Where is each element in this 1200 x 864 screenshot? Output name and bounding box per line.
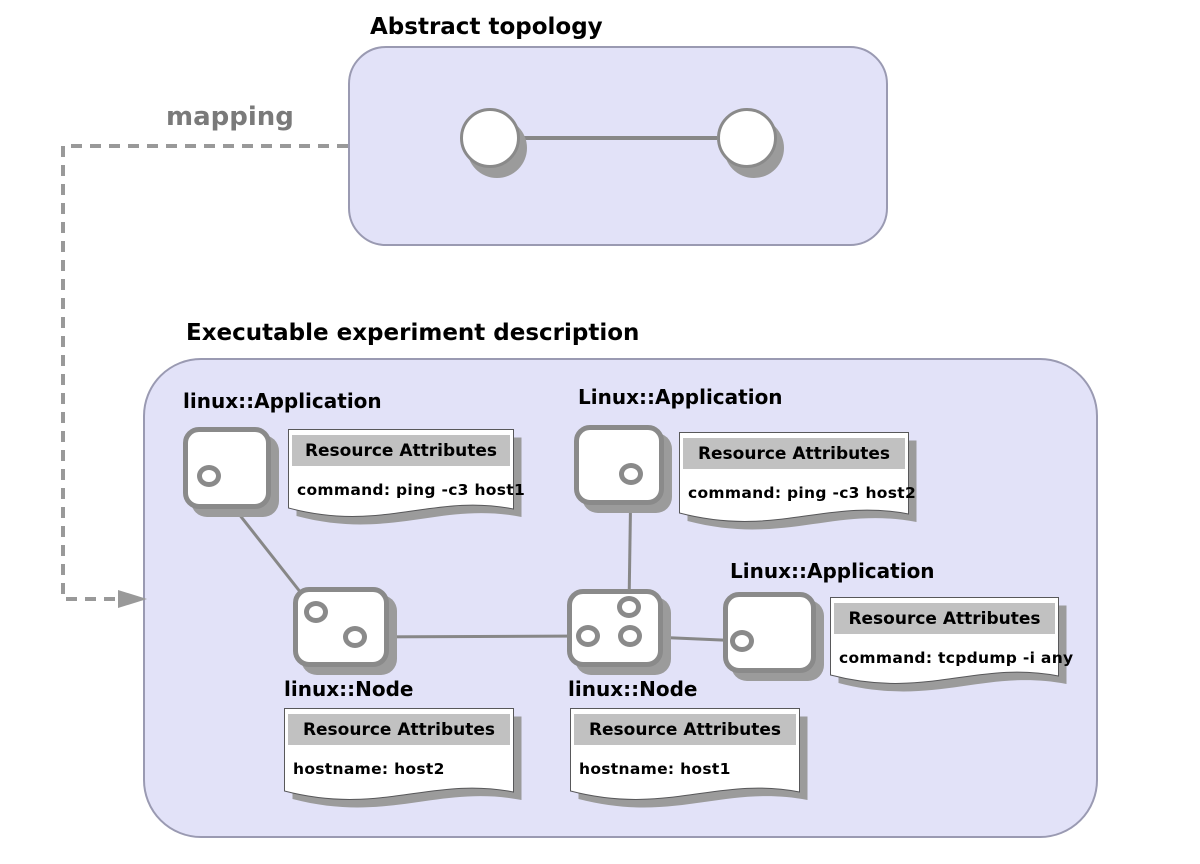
node2-icon <box>567 589 663 667</box>
application3-icon <box>723 592 816 673</box>
port-icon <box>304 601 328 623</box>
node2-label: linux::Node <box>568 677 698 701</box>
port-icon <box>618 625 642 647</box>
note-text: command: tcpdump -i any <box>839 649 1074 667</box>
application2-label: Linux::Application <box>578 385 783 409</box>
note-header: Resource Attributes <box>574 714 796 745</box>
note-text: command: ping -c3 host1 <box>297 481 526 499</box>
note-header: Resource Attributes <box>292 435 510 466</box>
resource-attributes-note-app3: Resource Attributes command: tcpdump -i … <box>830 597 1073 708</box>
port-icon <box>343 626 367 648</box>
application1-icon <box>183 427 271 509</box>
port-icon <box>619 463 643 485</box>
note-header: Resource Attributes <box>683 438 905 469</box>
port-icon <box>617 596 641 618</box>
port-icon <box>730 630 754 652</box>
application2-icon <box>574 425 664 505</box>
port-icon <box>197 465 221 487</box>
note-text: hostname: host1 <box>579 760 731 778</box>
note-header: Resource Attributes <box>288 714 510 745</box>
note-header: Resource Attributes <box>834 603 1055 634</box>
port-icon <box>576 625 600 647</box>
note-text: command: ping -c3 host2 <box>688 484 917 502</box>
node1-label: linux::Node <box>284 677 414 701</box>
abstract-topology-box <box>348 46 888 246</box>
resource-attributes-note-node2: Resource Attributes hostname: host1 <box>570 708 810 824</box>
resource-attributes-note-app2: Resource Attributes command: ping -c3 ho… <box>679 432 919 546</box>
application1-label: linux::Application <box>183 389 382 413</box>
resource-attributes-note-app1: Resource Attributes command: ping -c3 ho… <box>288 429 526 541</box>
node1-icon <box>293 587 389 667</box>
resource-attributes-note-node1: Resource Attributes hostname: host2 <box>284 708 524 824</box>
mapping-label: mapping <box>166 102 294 132</box>
abstract-node-left-icon <box>460 108 520 168</box>
executable-description-title: Executable experiment description <box>186 320 640 346</box>
note-text: hostname: host2 <box>293 760 445 778</box>
application3-label: Linux::Application <box>730 559 935 583</box>
abstract-node-right-icon <box>717 108 777 168</box>
abstract-topology-title: Abstract topology <box>370 14 603 40</box>
